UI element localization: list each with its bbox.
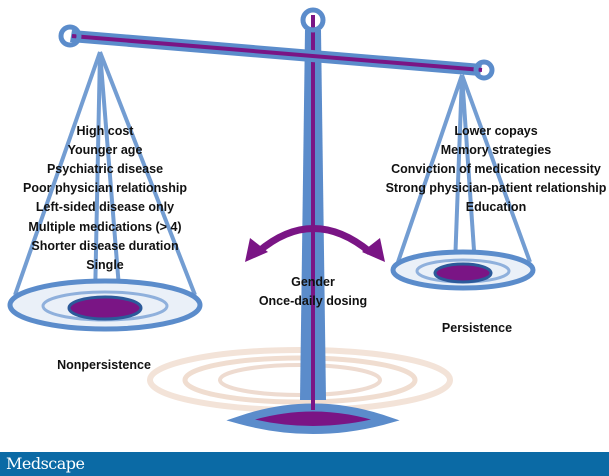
- left-factor-list: High cost Younger age Psychiatric diseas…: [23, 124, 187, 272]
- left-pan-strings: [13, 51, 197, 301]
- left-pan-label: Nonpersistence: [57, 358, 151, 372]
- bidirectional-arrow-icon: [245, 225, 385, 262]
- right-factor: Lower copays: [454, 124, 537, 138]
- beam-left-end: [58, 24, 82, 48]
- center-factor-list: Gender Once-daily dosing: [259, 275, 367, 308]
- right-pan: [390, 249, 536, 291]
- center-factor: Once-daily dosing: [259, 294, 367, 308]
- right-pan-label: Persistence: [442, 321, 512, 335]
- scale-base: [226, 403, 400, 434]
- left-factor: Psychiatric disease: [47, 162, 163, 176]
- balance-scale-diagram: High cost Younger age Psychiatric diseas…: [7, 7, 607, 434]
- right-pan-strings: [396, 74, 532, 266]
- left-factor: Shorter disease duration: [31, 239, 178, 253]
- medscape-logo: Medscape: [6, 454, 85, 473]
- left-factor: High cost: [77, 124, 135, 138]
- footer-bar: Medscape: [0, 452, 609, 476]
- pivot-ring: [300, 7, 326, 33]
- beam-right-end: [473, 59, 495, 81]
- right-factor: Strong physician-patient relationship: [386, 181, 607, 195]
- right-factor: Conviction of medication necessity: [391, 162, 601, 176]
- center-factor: Gender: [291, 275, 335, 289]
- left-factor: Left-sided disease only: [36, 200, 174, 214]
- right-factor: Memory strategies: [441, 143, 552, 157]
- right-factor: Education: [466, 200, 526, 214]
- right-factor-list: Lower copays Memory strategies Convictio…: [386, 124, 607, 214]
- left-factor: Single: [86, 258, 124, 272]
- left-factor: Multiple medications (> 4): [28, 220, 181, 234]
- left-factor: Poor physician relationship: [23, 181, 187, 195]
- left-factor: Younger age: [68, 143, 143, 157]
- left-pan: [7, 278, 203, 332]
- beam-center-line: [71, 34, 483, 72]
- scale-base-rings: [147, 347, 453, 413]
